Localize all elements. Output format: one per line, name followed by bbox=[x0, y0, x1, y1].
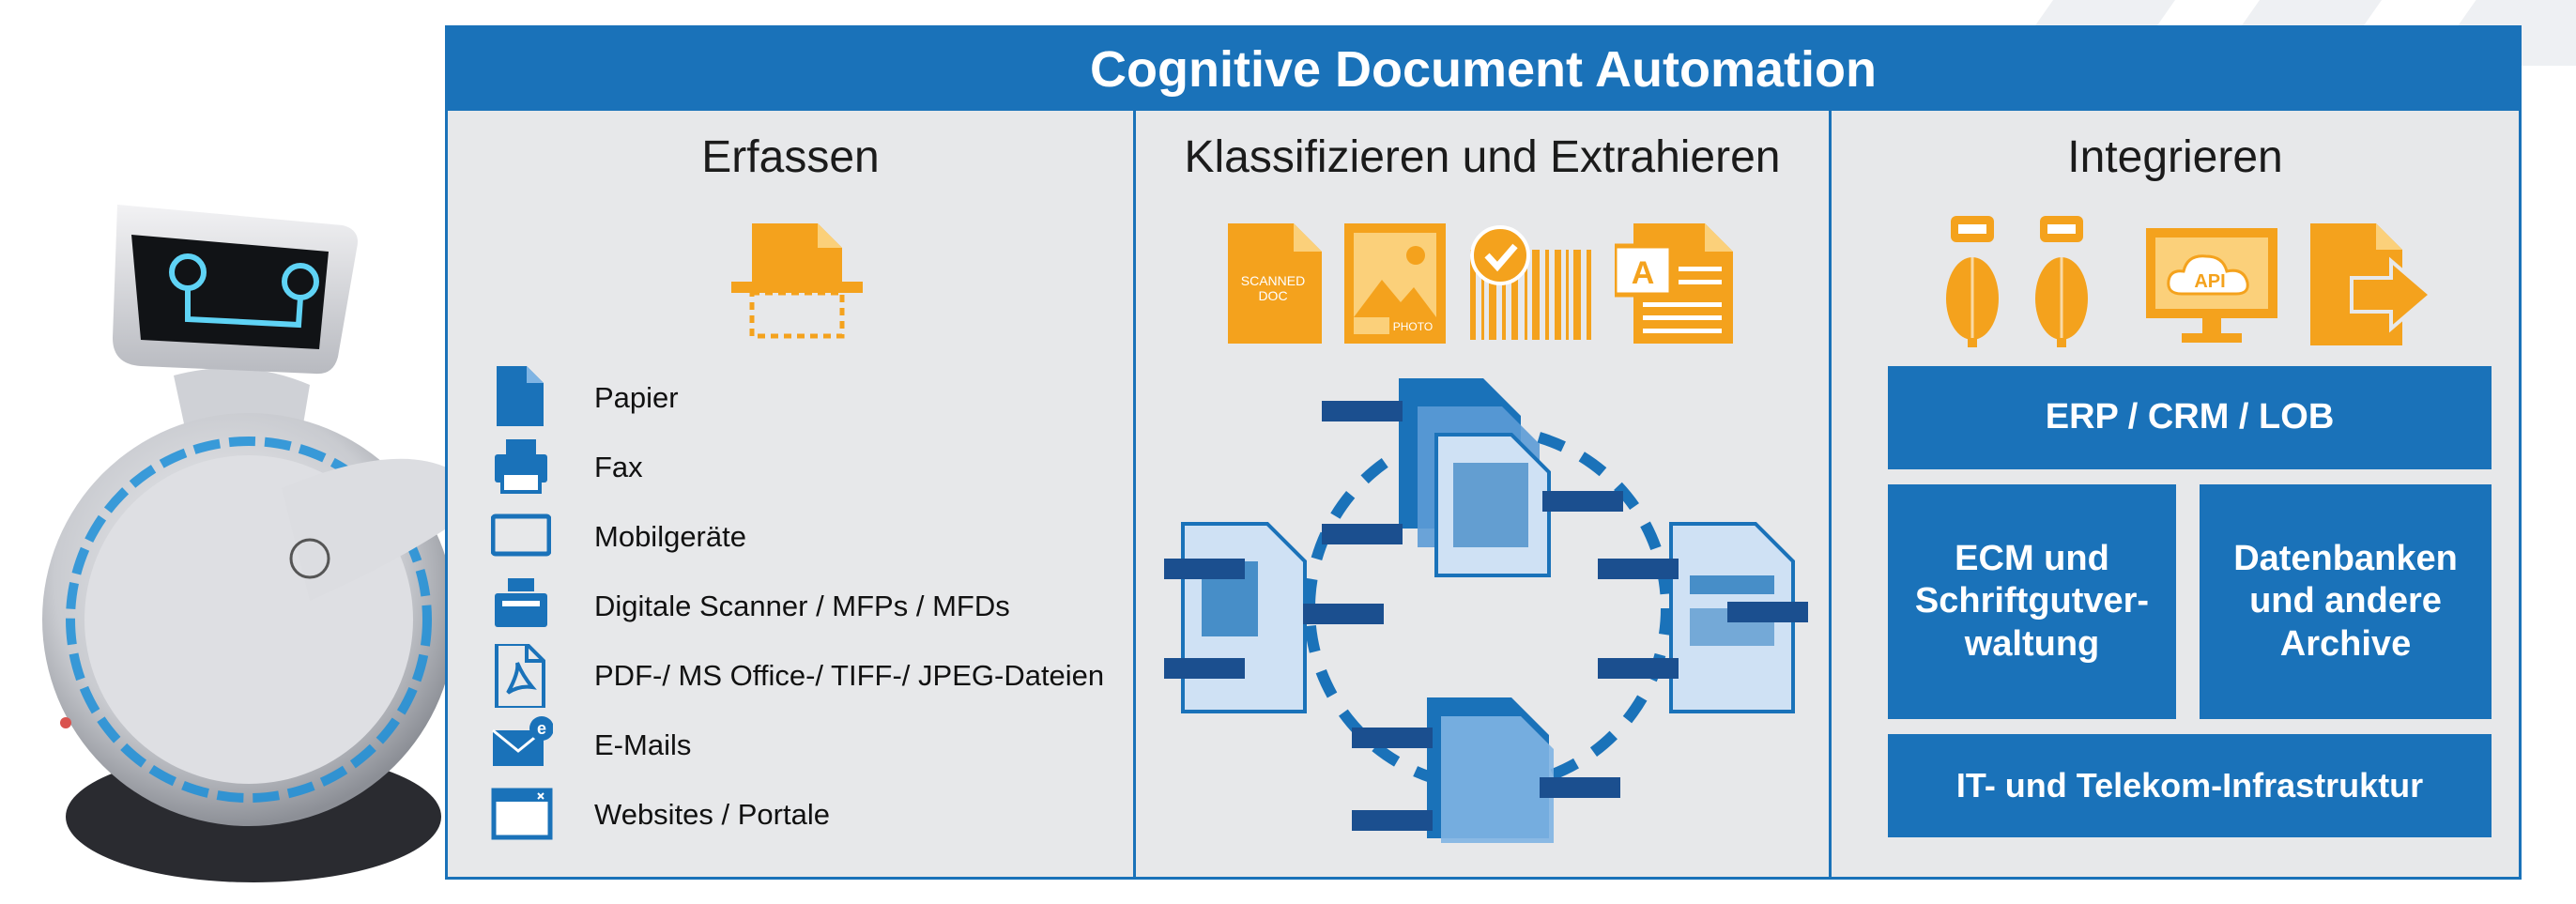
source-item-email: e E-Mails bbox=[491, 713, 1129, 775]
integrate-heading: Integrieren bbox=[2067, 132, 2283, 182]
capture-heading: Erfassen bbox=[701, 132, 880, 182]
robot-worker-icon bbox=[2035, 216, 2088, 347]
scanned-document-icon: SCANNED DOC bbox=[1228, 223, 1322, 344]
source-label: E-Mails bbox=[594, 728, 692, 761]
api-cloud-monitor-icon: API bbox=[2146, 228, 2277, 343]
fax-icon bbox=[495, 439, 547, 494]
source-item-paper: Papier bbox=[491, 366, 1129, 428]
databases-archives-box: Datenbanken und andere Archive bbox=[2200, 484, 2492, 719]
email-icon: e bbox=[492, 716, 553, 766]
capture-column: Erfassen Papier Fax bbox=[448, 111, 1133, 877]
source-item-mobile: Mobilgeräte bbox=[491, 505, 1129, 567]
source-item-scanner: Digitale Scanner / MFPs / MFDs bbox=[491, 575, 1129, 636]
ecm-records-management-box: ECM und Schriftgutver-waltung bbox=[1888, 484, 2176, 719]
classify-heading: Klassifizieren und Extrahieren bbox=[1184, 132, 1781, 182]
document-bottom-icon bbox=[1352, 697, 1620, 843]
photo-label: PHOTO bbox=[1393, 320, 1433, 333]
svg-text:A: A bbox=[1632, 255, 1655, 291]
it-telecom-infrastructure-box: IT- und Telekom-Infrastruktur bbox=[1888, 734, 2492, 837]
robot-worker-icon bbox=[1946, 216, 1999, 347]
document-top-icon bbox=[1322, 378, 1623, 577]
integrate-column: Integrieren API ERP / bbox=[1829, 111, 2519, 877]
website-window-icon bbox=[491, 788, 553, 840]
scanned-doc-label: DOC bbox=[1258, 288, 1287, 303]
document-left-icon bbox=[1164, 522, 1384, 713]
photo-icon: PHOTO bbox=[1344, 223, 1446, 344]
source-label: Websites / Portale bbox=[594, 798, 830, 831]
document-export-icon bbox=[2310, 223, 2432, 345]
cognitive-document-automation-panel: Cognitive Document Automation Erfassen P… bbox=[445, 25, 2522, 880]
robot-illustration bbox=[42, 205, 455, 882]
document-right-icon bbox=[1598, 522, 1808, 713]
source-item-fax: Fax bbox=[491, 436, 1129, 498]
source-item-pdf: PDF-/ MS Office-/ TIFF-/ JPEG-Dateien bbox=[491, 644, 1129, 708]
scanned-doc-label: SCANNED bbox=[1241, 273, 1305, 288]
source-label: Mobilgeräte bbox=[594, 520, 746, 553]
source-label: Papier bbox=[594, 381, 679, 414]
svg-text:e: e bbox=[537, 719, 546, 738]
classify-column: Klassifizieren und Extrahieren SCANNED D… bbox=[1133, 111, 1829, 877]
pdf-file-icon bbox=[495, 644, 545, 708]
source-label: PDF-/ MS Office-/ TIFF-/ JPEG-Dateien bbox=[594, 659, 1105, 692]
barcode-check-icon bbox=[1470, 225, 1591, 340]
paper-document-icon bbox=[497, 366, 544, 426]
api-label: API bbox=[2194, 271, 2225, 292]
diagram-title: Cognitive Document Automation bbox=[448, 28, 2519, 111]
paper-scan-icon bbox=[731, 223, 863, 339]
source-label: Digitale Scanner / MFPs / MFDs bbox=[594, 590, 1010, 622]
mobile-device-icon bbox=[491, 513, 551, 557]
text-extraction-icon: A bbox=[1615, 223, 1733, 344]
source-item-website: Websites / Portale bbox=[491, 783, 1129, 845]
document-processing-cycle bbox=[1164, 378, 1808, 843]
scanner-icon bbox=[495, 578, 547, 627]
erp-crm-lob-box: ERP / CRM / LOB bbox=[1888, 366, 2492, 469]
source-label: Fax bbox=[594, 451, 643, 483]
